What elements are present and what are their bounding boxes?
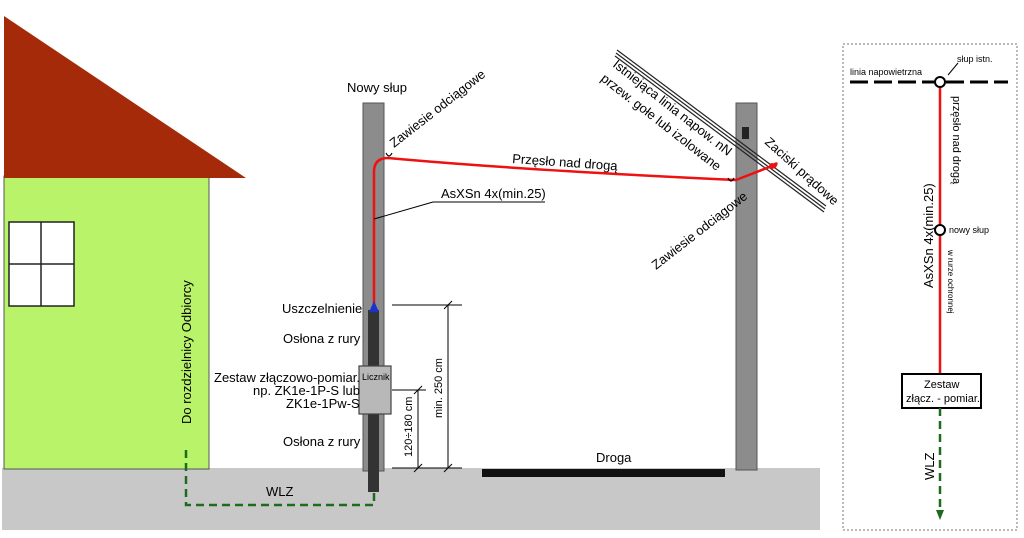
dim-height-250-label: min. 250 cm: [433, 358, 445, 418]
house: [3, 16, 246, 470]
dimension-height-120-180: [392, 385, 426, 473]
schematic-overhead-line-label: linia napowietrzna: [850, 67, 922, 77]
schematic-span-label: przęsło nad drogą: [950, 96, 962, 185]
seal-marker: [369, 301, 379, 312]
cable-aerial: [372, 156, 737, 310]
wlz-label: WLZ: [266, 484, 294, 499]
pipe-cover-bottom-label: Osłona z rury: [283, 434, 361, 449]
meter-set-label-1: Zestaw złączowo-pomiar.: [214, 370, 360, 385]
wlz-line: [184, 450, 376, 507]
ground: [2, 468, 820, 530]
road-label: Droga: [596, 450, 632, 465]
schematic-new-pole-label: nowy słup: [949, 225, 989, 235]
schematic-wlz-label: WLZ: [922, 453, 937, 481]
current-clamp: [742, 127, 749, 139]
tension-clamp-left: [385, 152, 393, 157]
schematic-meter-box: [901, 373, 982, 409]
schematic-existing-pole: [934, 76, 946, 88]
dim-height-120-180-label: 120÷180 cm: [403, 397, 415, 457]
cable-type-label: AsXSn 4x(min.25): [441, 186, 546, 201]
existing-line-label-1: Istniejąca linia napow. nN: [610, 57, 735, 159]
schematic-cable-type-label: AsXSn 4x(min.25): [921, 183, 936, 288]
schematic-in-pipe-label: w rurze ochronnej: [946, 249, 955, 314]
clamp-dot: [769, 163, 775, 169]
new-pole-label: Nowy słup: [347, 80, 407, 95]
span-label: Przęsło nad drogą: [512, 151, 619, 173]
dimension-height-250: [392, 300, 462, 473]
meter-set-label-3: ZK1e-1Pw-S: [286, 396, 360, 411]
meter-label: Licznik: [362, 372, 390, 382]
to-distribution-label: Do rozdzielnicy Odbiorcy: [179, 280, 194, 424]
schematic-wlz-arrow: [936, 510, 944, 520]
schematic-panel: [842, 43, 1018, 531]
existing-pole: [735, 102, 758, 471]
pipe-cover-top-label: Osłona z rury: [283, 331, 361, 346]
house-window: [8, 221, 75, 307]
schematic-box-label-1: Zestaw: [924, 379, 960, 391]
meter-set-label-2: np. ZK1e-1P-S lub: [253, 383, 360, 398]
house-roof: [4, 16, 246, 178]
existing-overhead-line: [614, 49, 827, 213]
schematic-new-pole: [934, 224, 946, 236]
road: [482, 469, 725, 477]
tension-clamp-right-label: Zawiesie odciągowe: [649, 188, 750, 272]
schematic-box-label-2: złącz. - pomiar.: [906, 393, 980, 405]
meter-box: [358, 365, 392, 415]
schematic-existing-pole-label: słup istn.: [957, 54, 993, 64]
seal-label: Uszczelnienie: [282, 301, 362, 316]
tension-clamp-right: [727, 177, 735, 182]
